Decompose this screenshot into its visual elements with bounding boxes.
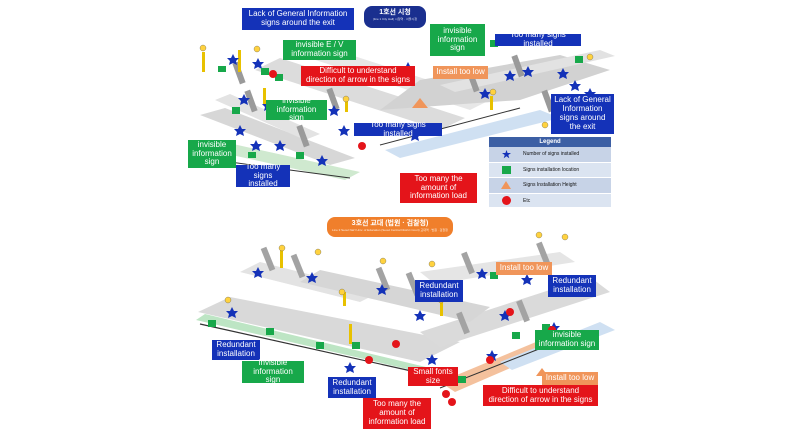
stair-columns [260, 241, 550, 335]
blue-star-icon [489, 149, 523, 159]
callout-invisible-info-right: invisible information sign [535, 330, 599, 350]
legend-label: Signs Installation Height [523, 182, 577, 189]
legend-box: Legend Number of signs installed Signs i… [489, 137, 611, 209]
top-station-map: 1호선 시청 (line 1 City Hall) 시청역 · 서울시청 Lac… [0, 0, 800, 209]
red-circle-icon [489, 196, 523, 206]
callout-too-many-top-right: Too many signs installed [495, 30, 581, 48]
callout-lack-info-right: Lack of General Information signs around… [551, 94, 614, 134]
callout-small-fonts: Small fonts size [408, 367, 458, 386]
callout-redundant-right: Redundant installation [548, 275, 596, 297]
red-circle-marker [358, 142, 366, 150]
callout-invisible-info-right: invisible information sign [430, 24, 485, 56]
bottom-station-map: 3호선 교대 (법원 · 검찰청) Line 3 Seoul Nat'l Uni… [0, 212, 800, 432]
callout-too-many-amount: Too many the amount of information load [400, 173, 477, 203]
legend-row-location: Signs installation location [489, 163, 611, 178]
callout-invisible-info-center: invisible information sign [242, 358, 304, 384]
legend-label: Number of signs installed [523, 151, 580, 158]
top-station-title: 1호선 시청 (line 1 City Hall) 시청역 · 서울시청 [364, 6, 426, 28]
callout-too-many-mid: Too many signs installed [354, 120, 442, 137]
station-title-name: 3호선 교대 (법원 · 검찰청) [351, 220, 429, 227]
callout-redundant-top: Redundant installation [415, 280, 463, 302]
exit-number-badges [199, 44, 594, 129]
legend-label: Signs installation location [523, 166, 580, 173]
green-square-markers [208, 272, 550, 383]
callout-invisible-info-left: invisible information sign [188, 140, 236, 168]
legend-row-stars: Number of signs installed [489, 147, 611, 163]
callout-invisible-ev: invisible E / V information sign [283, 40, 356, 60]
orange-triangle-marker [412, 98, 428, 108]
green-square-icon [489, 165, 523, 174]
station-title-sub: Line 3 Seoul Nat'l Univ. of Education (S… [332, 228, 448, 232]
callout-redundant-left: Redundant installation [212, 340, 260, 360]
callout-install-too-low: Install too low [433, 66, 488, 79]
track-line [199, 323, 426, 375]
callout-install-too-low-2: Install too low [542, 372, 598, 385]
platform-strip [385, 110, 560, 158]
legend-row-height: Signs Installation Height [489, 178, 611, 194]
stair-columns [232, 54, 555, 148]
callout-too-many-left: Too many signs installed [236, 162, 290, 188]
callout-install-too-low-1: Install too low [496, 262, 552, 275]
platform-strip [200, 140, 360, 180]
orange-triangle-icon [489, 181, 523, 190]
track-line [379, 107, 521, 146]
red-circle-markers [365, 308, 556, 406]
legend-label: Etc [523, 197, 531, 204]
bottom-station-title: 3호선 교대 (법원 · 검찰청) Line 3 Seoul Nat'l Uni… [327, 217, 453, 237]
yellow-pillars [280, 250, 443, 344]
callout-redundant-center: Redundant installation [328, 377, 376, 398]
callout-invisible-info-mid: invisible information sign [266, 96, 327, 122]
callout-difficult-arrow: Difficult to understand direction of arr… [301, 66, 415, 86]
callout-too-many-amount: Too many the amount of information load [363, 398, 431, 429]
legend-title: Legend [489, 137, 611, 147]
station-title-sub: (line 1 City Hall) 시청역 · 서울시청 [373, 17, 417, 21]
red-circle-marker [269, 70, 277, 78]
legend-row-etc: Etc [489, 194, 611, 209]
yellow-pillars [202, 50, 493, 112]
concourse-block [200, 108, 355, 165]
callout-lack-info-top: Lack of General Information signs around… [242, 8, 354, 30]
callout-difficult-arrow: Difficult to understand direction of arr… [483, 385, 598, 406]
station-title-name: 1호선 시청 [379, 9, 411, 16]
